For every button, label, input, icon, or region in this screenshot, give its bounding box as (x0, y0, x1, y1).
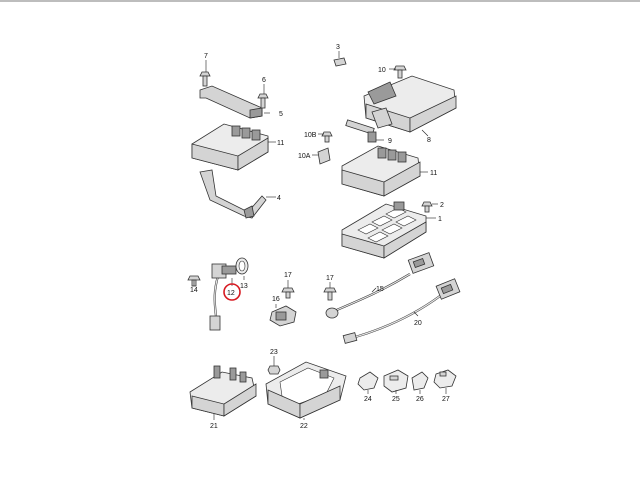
part-20-sensor-cable[interactable] (342, 278, 461, 344)
part-8-cover-housing[interactable] (363, 75, 457, 133)
label-3: 3 (336, 44, 340, 51)
part-22-box[interactable] (265, 361, 347, 419)
label-8: 8 (427, 137, 431, 144)
label-4: 4 (277, 195, 281, 202)
label-23: 23 (270, 349, 278, 356)
part-10-bolt[interactable] (393, 65, 407, 79)
label-10a: 10A (298, 153, 311, 160)
part-12-knock-sensor[interactable] (209, 263, 237, 331)
top-edge-strip (0, 0, 640, 2)
part-7-bolt[interactable] (199, 71, 211, 87)
label-9: 9 (388, 138, 392, 145)
label-17-right: 17 (326, 275, 334, 282)
part-23-nut[interactable] (267, 365, 281, 375)
part-27-clip[interactable] (433, 369, 457, 389)
part-21-housing-lower[interactable] (189, 365, 257, 417)
label-21: 21 (210, 423, 218, 430)
part-3-clip[interactable] (333, 57, 347, 67)
part-24-clip[interactable] (357, 371, 379, 391)
label-10b: 10B (304, 132, 317, 139)
part-4-bracket-strap[interactable] (199, 169, 267, 219)
label-2: 2 (440, 202, 444, 209)
part-17-bolt-left[interactable] (281, 287, 295, 299)
part-26-clip[interactable] (411, 371, 429, 391)
part-15-wiring-harness[interactable] (325, 252, 435, 319)
label-11-left: 11 (277, 140, 284, 147)
part-16-sensor[interactable] (269, 305, 297, 327)
label-15: 15 (376, 286, 384, 293)
part-2-bolt[interactable] (421, 201, 433, 213)
label-22: 22 (300, 423, 308, 430)
label-17-left: 17 (284, 272, 292, 279)
part-1-carrier-tray[interactable] (341, 201, 427, 259)
part-17-bolt-right[interactable] (323, 287, 337, 301)
part-6-bolt[interactable] (257, 93, 269, 109)
part-5-bracket[interactable] (199, 85, 263, 119)
part-10a-clip[interactable] (317, 147, 331, 165)
label-11-right: 11 (430, 170, 437, 177)
label-6: 6 (262, 77, 266, 84)
part-10b-bolt[interactable] (321, 131, 333, 143)
label-20: 20 (414, 320, 422, 327)
label-10: 10 (378, 67, 386, 74)
part-11-control-unit-left[interactable] (191, 123, 269, 171)
label-1: 1 (438, 216, 442, 223)
label-16: 16 (272, 296, 280, 303)
label-26: 26 (416, 396, 424, 403)
label-12: 12 (227, 290, 235, 297)
label-13: 13 (240, 283, 248, 290)
label-24: 24 (364, 396, 372, 403)
part-13-seal-ring[interactable] (235, 257, 249, 275)
part-9-connector-latch[interactable] (345, 119, 377, 143)
label-14: 14 (190, 287, 198, 294)
label-25: 25 (392, 396, 400, 403)
label-5: 5 (279, 111, 283, 118)
label-27: 27 (442, 396, 450, 403)
label-7: 7 (204, 53, 208, 60)
part-25-clip[interactable] (383, 369, 409, 393)
part-11-control-unit-right[interactable] (341, 145, 421, 197)
part-12-highlight-circle (223, 283, 241, 301)
